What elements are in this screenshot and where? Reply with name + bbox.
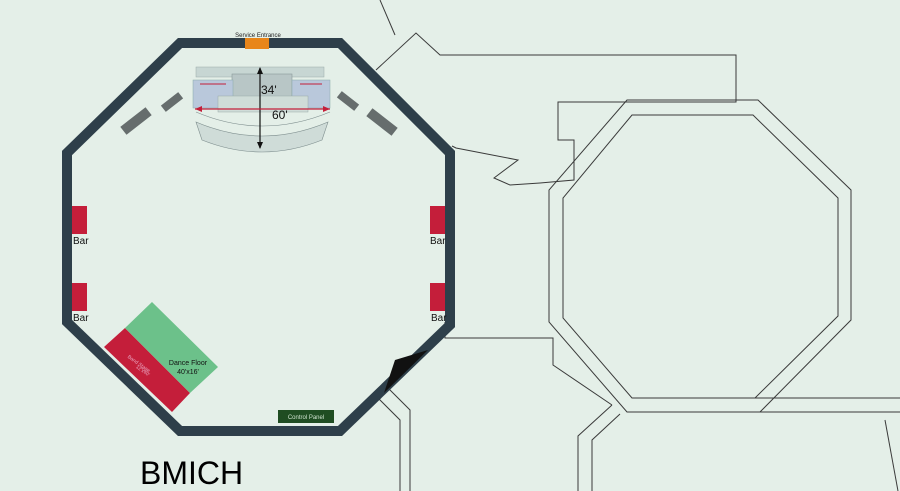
speaker-right-outer	[366, 108, 398, 136]
stage-front-arc	[195, 111, 331, 127]
service-entrance-label: Service Entrance	[235, 33, 281, 39]
band-stage	[104, 328, 190, 412]
lower-corridor-right	[577, 404, 613, 491]
bar-left-upper-label: Bar	[73, 236, 89, 247]
bars: Bar Bar Bar Bar	[72, 206, 447, 324]
control-panel	[278, 410, 334, 423]
stage-width-label: 60'	[272, 108, 288, 122]
right-edge-line	[884, 419, 899, 491]
dance-floor-size: 40'x16'	[177, 369, 199, 376]
bar-left-lower-label: Bar	[73, 313, 89, 324]
bar-right-upper	[430, 206, 445, 234]
bar-right-lower-label: Bar	[431, 313, 447, 324]
dance-floor-name: Dance Floor	[169, 360, 208, 367]
stage-depth-arrow-bottom	[257, 142, 263, 149]
bar-right-upper-label: Bar	[430, 236, 446, 247]
top-edge-line	[379, 0, 396, 36]
connector-outline	[375, 32, 737, 186]
service-entrance-door	[245, 38, 269, 49]
stage-width-arrow-left	[195, 106, 202, 112]
speaker-left-inner	[160, 92, 184, 112]
stage-deck-center	[217, 95, 309, 113]
lower-corridor-right-inner	[591, 413, 621, 491]
speaker-left-outer	[120, 107, 152, 135]
speaker-blocks	[120, 91, 398, 136]
dance-floor	[125, 302, 218, 393]
dance-area: Band Stage 12'x40' Dance Floor 40'x16'	[104, 302, 218, 412]
lower-corridor-left-inner	[377, 397, 401, 491]
stage-width-arrow-right	[323, 106, 330, 112]
speaker-right-inner	[336, 91, 360, 111]
bar-left-lower	[72, 283, 87, 311]
stage-depth-arrow-top	[257, 67, 263, 74]
adjacent-structures	[375, 0, 900, 491]
lower-corridor-left	[384, 384, 411, 491]
stage-depth-label: 34'	[261, 83, 277, 97]
bar-right-lower	[430, 283, 445, 311]
stage-front-steps	[195, 121, 329, 153]
main-stage: 34' 60'	[192, 66, 331, 153]
side-entrance-wedge	[384, 350, 428, 393]
control-panel-label: Control Panel	[288, 415, 324, 421]
main-hall-wall	[62, 38, 455, 436]
bar-left-upper	[72, 206, 87, 234]
venue-title: BMICH	[140, 455, 243, 491]
